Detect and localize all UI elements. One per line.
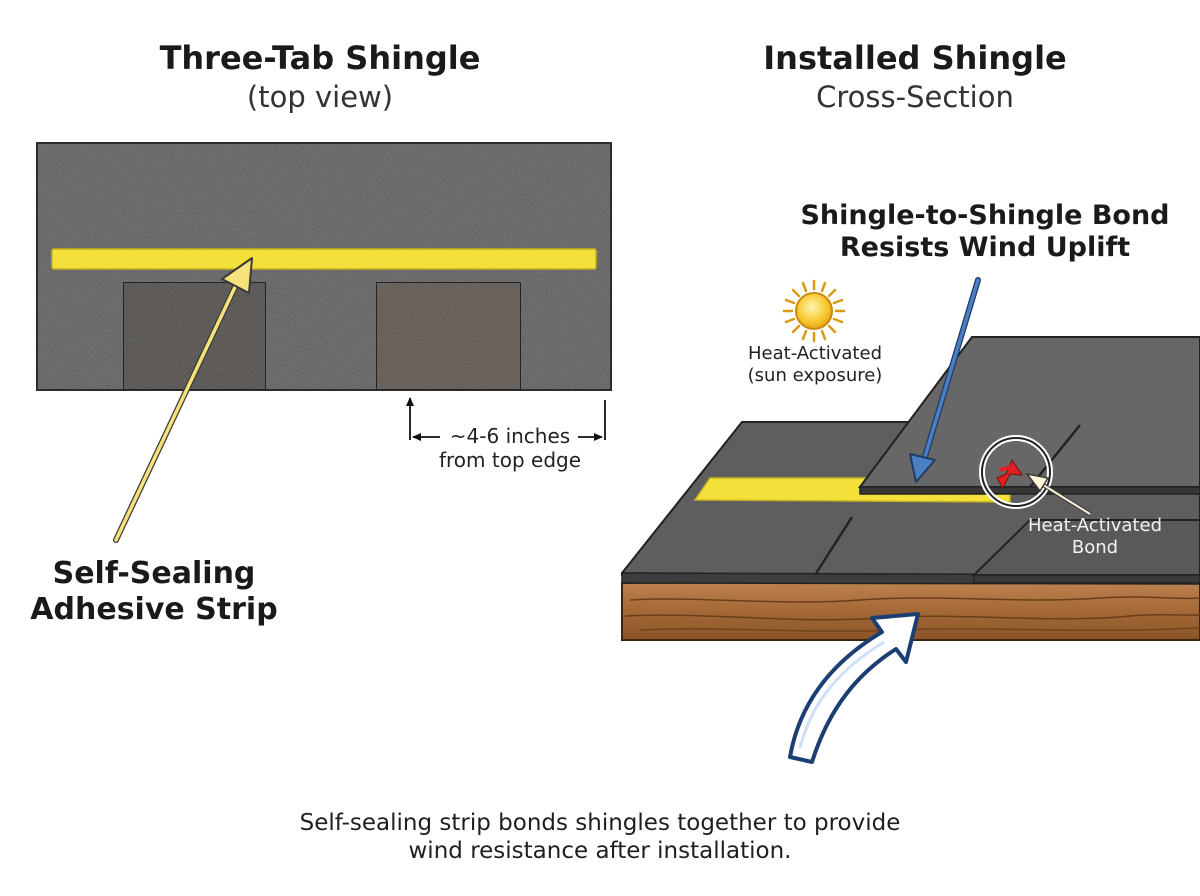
bond-pointer-arrow: [909, 277, 981, 483]
caption-line1: Self-sealing strip bonds shingles togeth…: [299, 810, 901, 836]
right-subtitle: Cross-Section: [816, 80, 1014, 114]
bond-callout-label-line2: Bond: [1071, 536, 1119, 558]
dimension-marker: [406, 397, 606, 441]
dimension-label: ~4-6 inches from top edge: [420, 424, 600, 472]
bond-label-line2: Resists Wind Uplift: [839, 232, 1131, 264]
strip-pointer-arrow: [113, 257, 253, 543]
adhesive-strip-label-line1: Self-Sealing: [52, 556, 256, 591]
caption: Self-sealing strip bonds shingles togeth…: [150, 810, 1050, 865]
left-subtitle: (top view): [246, 80, 394, 114]
sun-icon: [782, 279, 846, 343]
adhesive-strip-label: Self-Sealing Adhesive Strip: [14, 556, 294, 628]
top-view-shingle: [36, 142, 612, 391]
right-title: Installed Shingle: [763, 39, 1067, 77]
left-title: Three-Tab Shingle: [159, 39, 481, 77]
heat-activated-label: Heat-Activated (sun exposure): [720, 343, 910, 386]
heat-activated-label-line1: Heat-Activated: [748, 343, 882, 364]
tab-slot-right: [375, 281, 522, 391]
middle-tab-shingle: [971, 519, 1200, 584]
bond-callout-label: Heat-Activated Bond: [1005, 515, 1185, 558]
upper-shingle-course: [858, 336, 1200, 495]
cross-section: [621, 277, 1200, 764]
bond-callout-label-line1: Heat-Activated: [1028, 515, 1162, 536]
adhesive-strip-label-line2: Adhesive Strip: [30, 592, 278, 627]
adhesive-strip: [51, 248, 597, 270]
bond-callout-arrow: [1025, 472, 1092, 516]
bond-label: Shingle-to-Shingle Bond Resists Wind Upl…: [800, 200, 1170, 265]
wind-arrow-icon: [788, 612, 920, 764]
dimension-label-line2: from top edge: [438, 448, 582, 472]
bond-highlight: [979, 435, 1053, 509]
heat-activated-label-line2: (sun exposure): [747, 364, 883, 386]
caption-line2: wind resistance after installation.: [408, 837, 792, 864]
bond-label-line1: Shingle-to-Shingle Bond: [800, 200, 1170, 231]
dimension-label-line1: ~4-6 inches: [449, 424, 571, 448]
